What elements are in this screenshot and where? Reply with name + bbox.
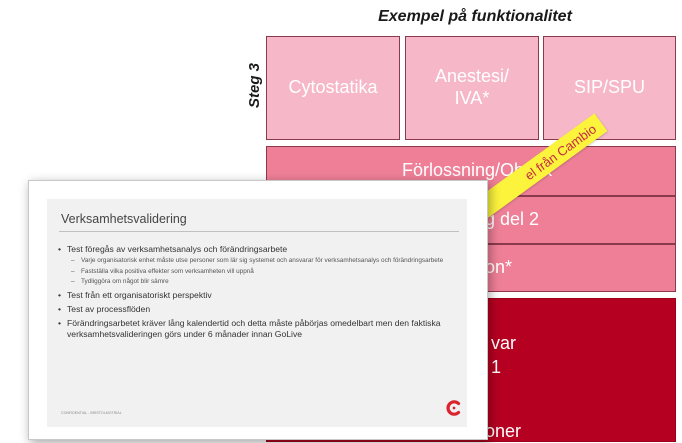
sub-bullet-item: Tydliggöra om något blir sämre (57, 278, 461, 287)
module-label: oner (485, 421, 522, 441)
module-cytostatika: Cytostatika (266, 36, 400, 140)
page-title: Exempel på funktionalitet (378, 8, 572, 25)
slide-footer: CONFIDENTIAL - BRISTOLMOTRIAL (61, 411, 122, 415)
slide-bullet-list: Test föregås av verksamhetsanalys och fö… (57, 241, 461, 340)
slide-content: Verksamhetsvalidering Test föregås av ve… (47, 199, 467, 427)
module-label: SIP/SPU (573, 77, 646, 98)
bullet-item: Förändringsarbetet kräver lång kalendert… (57, 318, 461, 340)
bullet-item: Test föregås av verksamhetsanalys och fö… (57, 244, 461, 255)
module-label: 1 (491, 357, 502, 377)
cambio-logo-icon (446, 400, 461, 416)
sub-bullet-item: Varje organisatorisk enhet måste utse pe… (57, 257, 461, 266)
slide-divider (59, 231, 459, 232)
module-label: g del 2 (485, 209, 540, 230)
module-anestesi: Anestesi/ IVA* (405, 36, 539, 140)
bullet-item: Test från ett organisatoriskt perspektiv (57, 290, 461, 301)
module-label: on* (485, 257, 513, 278)
module-label: var (491, 333, 517, 353)
bullet-item: Test av processflöden (57, 304, 461, 315)
module-sip-spu: SIP/SPU (543, 36, 676, 140)
module-label: Anestesi/ IVA* (434, 66, 510, 108)
slide-thumbnail[interactable]: Verksamhetsvalidering Test föregås av ve… (28, 180, 488, 440)
sub-bullet-item: Fastställa vilka positiva effekter som v… (57, 268, 461, 277)
module-label: Cytostatika (288, 77, 378, 98)
slide-title: Verksamhetsvalidering (61, 212, 187, 226)
